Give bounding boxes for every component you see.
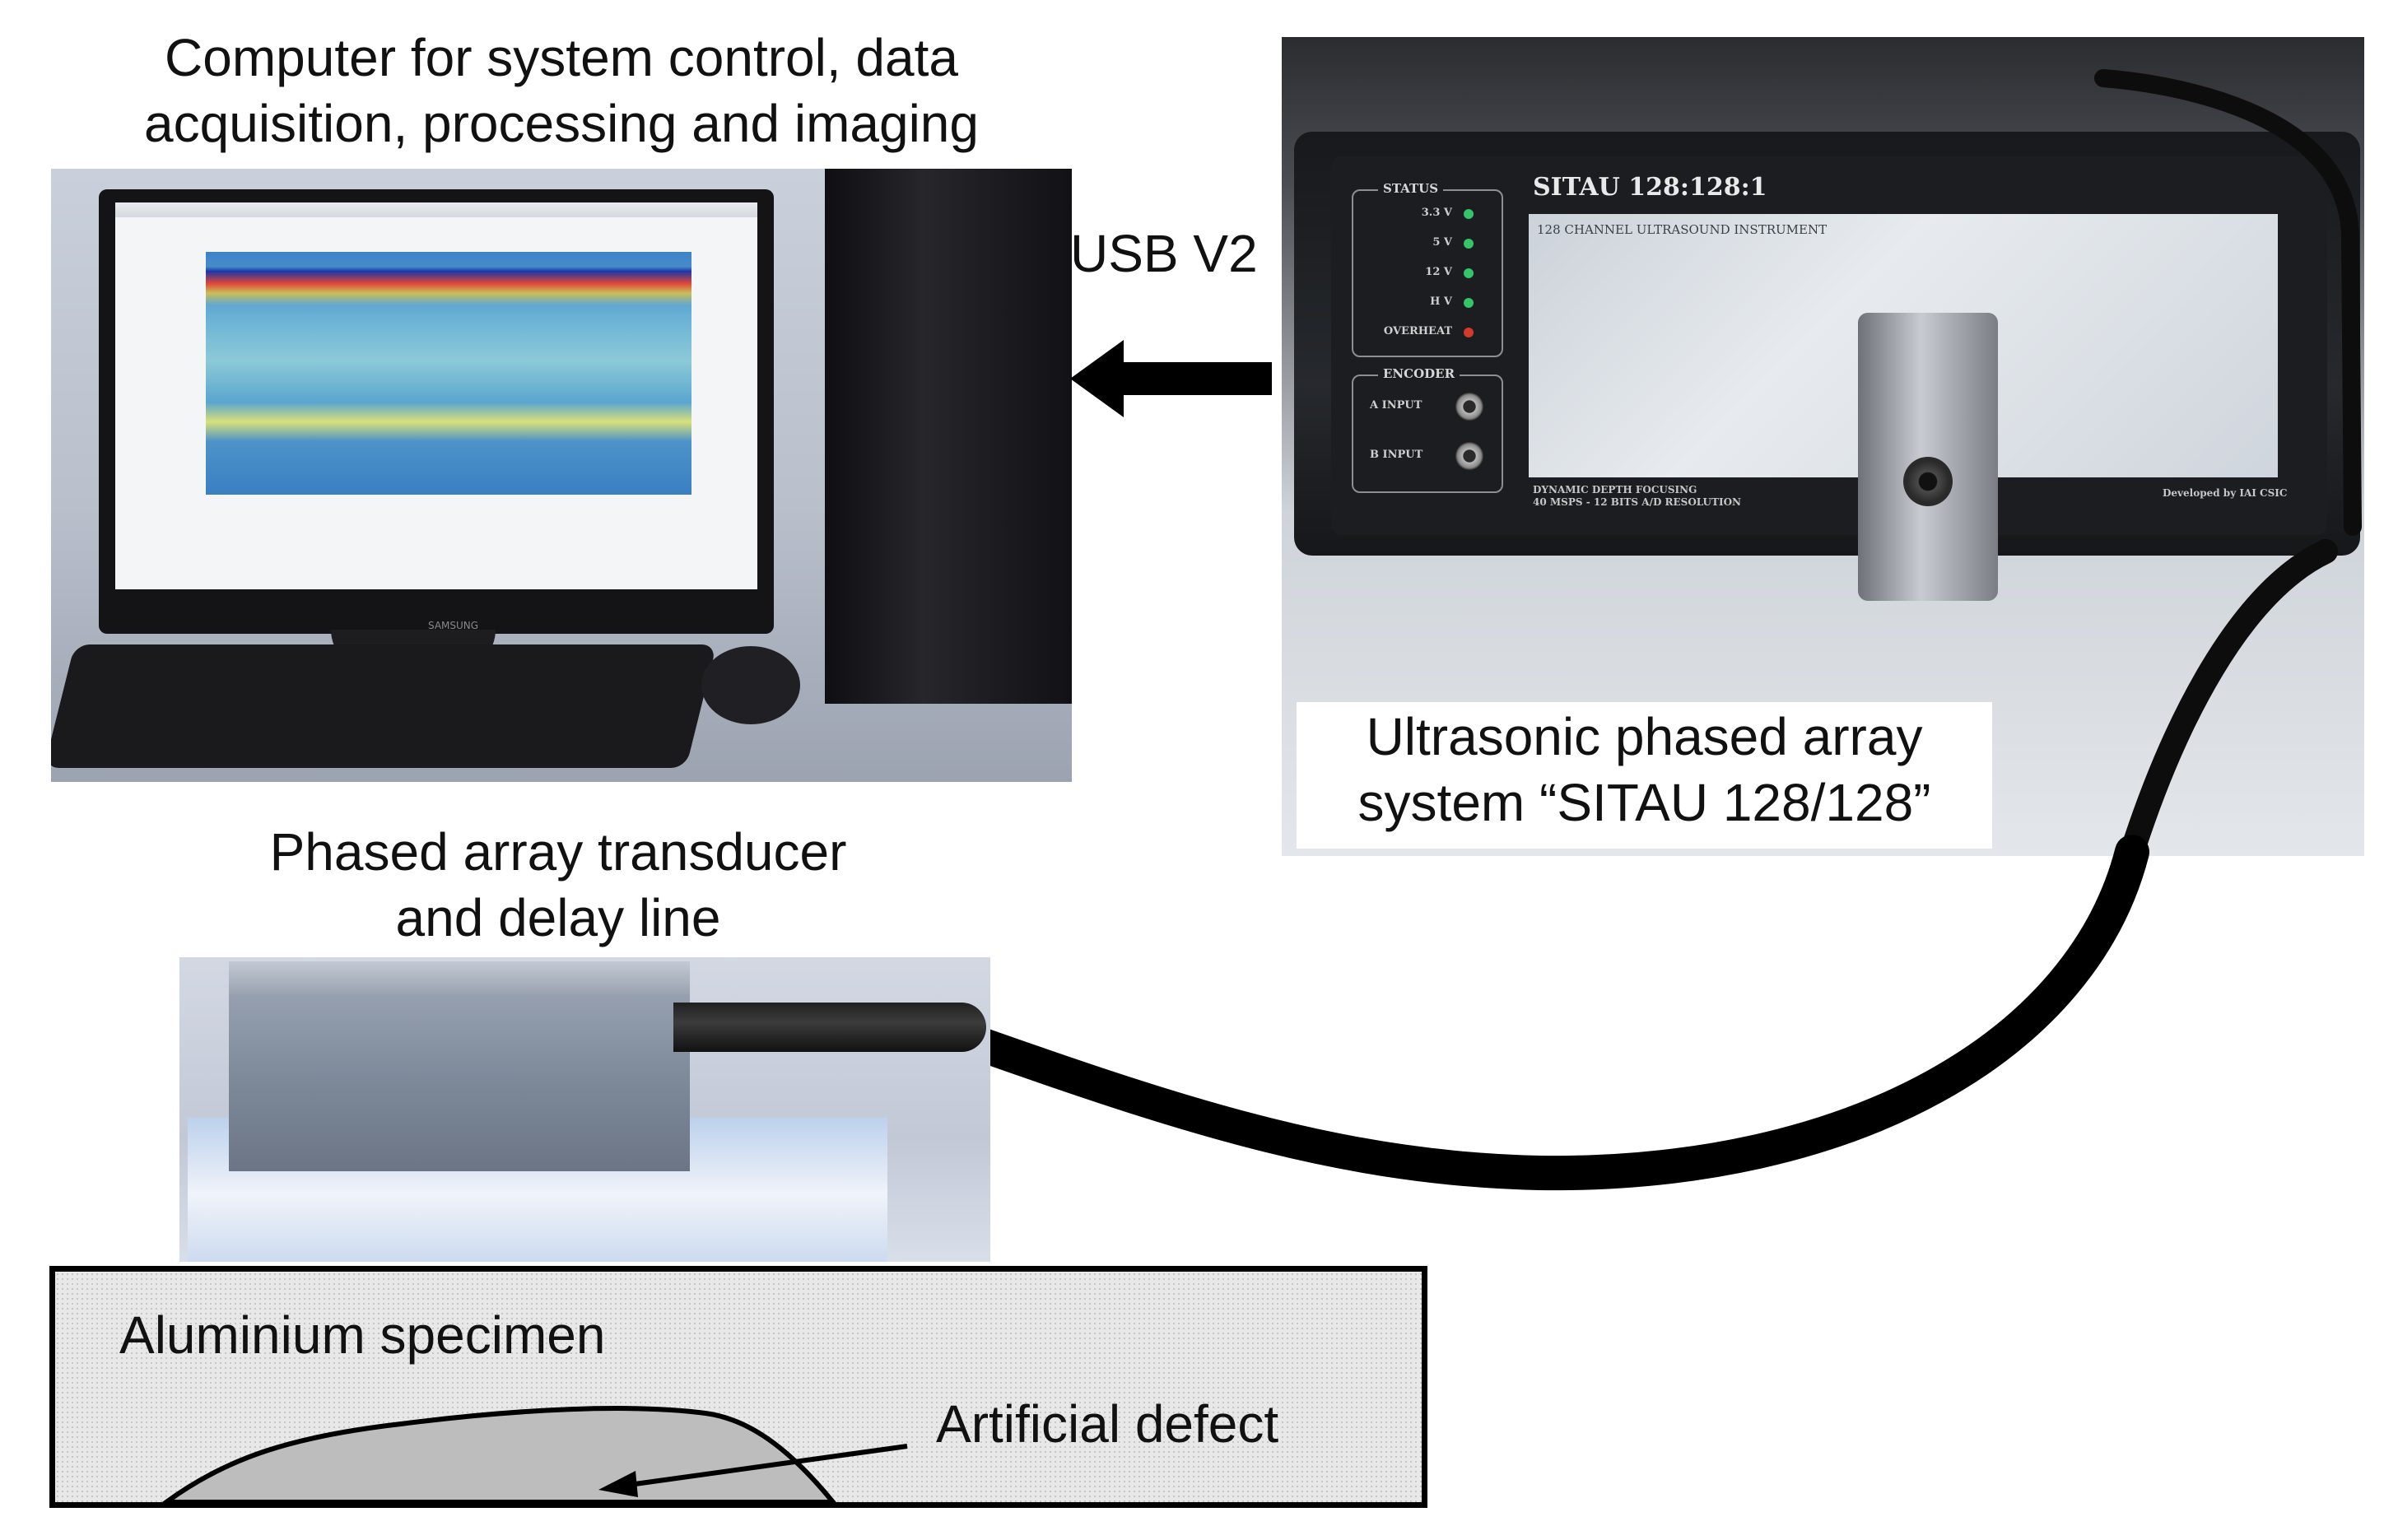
bnc-connector-icon [1455, 393, 1483, 421]
status-led-icon [1464, 239, 1474, 249]
status-row: 12 V [1353, 262, 1502, 286]
monitor-screen [115, 202, 757, 589]
artificial-defect-shape [161, 1406, 908, 1502]
encoder-row-label: B INPUT [1370, 449, 1423, 461]
probe-connector [1858, 313, 1998, 601]
status-row: H V [1353, 291, 1502, 316]
status-row-label: 5 V [1432, 236, 1452, 249]
status-led-icon [1464, 209, 1474, 219]
status-led-icon [1464, 268, 1474, 278]
probe-knob-icon [1903, 457, 1953, 506]
computer-caption: Computer for system control, data acquis… [51, 25, 1072, 156]
computer-caption-line-1: Computer for system control, data [165, 28, 958, 87]
sitau-caption-line-1: Ultrasonic phased array [1366, 707, 1923, 766]
specimen-label: Aluminium specimen [119, 1305, 606, 1365]
status-row: 5 V [1353, 232, 1502, 257]
computer-caption-line-2: acquisition, processing and imaging [144, 94, 979, 153]
instrument-front-panel: SITAU 128:128:1 STATUS 3.3 V 5 V 12 V H … [1331, 156, 2327, 601]
transducer-photo [179, 957, 990, 1262]
encoder-group: ENCODER A INPUT B INPUT [1352, 366, 1503, 493]
sitau-caption-line-2: system “SITAU 128/128” [1357, 773, 1931, 832]
status-row-label: H V [1430, 295, 1452, 308]
monitor: SAMSUNG [99, 189, 774, 634]
status-led-icon [1464, 328, 1474, 337]
usb-label: USB V2 [1070, 224, 1258, 283]
defect-label: Artificial defect [936, 1394, 1279, 1454]
sitau-caption: Ultrasonic phased array system “SITAU 12… [1297, 704, 1992, 835]
transducer-caption-line-1: Phased array transducer [269, 822, 847, 882]
sitau-instrument: SITAU 128:128:1 STATUS 3.3 V 5 V 12 V H … [1294, 132, 2360, 601]
ultrasound-scan-image [206, 252, 691, 495]
status-row-label: 3.3 V [1421, 207, 1452, 219]
instrument-subtitle: 128 CHANNEL ULTRASOUND INSTRUMENT [1537, 222, 1828, 237]
transducer-top [229, 961, 690, 994]
status-row-label: 12 V [1425, 266, 1452, 278]
encoder-row-label: A INPUT [1370, 399, 1423, 412]
computer-photo: SAMSUNG [51, 169, 1072, 782]
transducer-cable [673, 1003, 986, 1052]
status-row-label: OVERHEAT [1383, 325, 1452, 337]
panel-footer-line: 40 MSPS - 12 BITS A/D RESOLUTION [1533, 496, 1741, 508]
transducer-caption: Phased array transducer and delay line [179, 819, 937, 951]
encoder-group-label: ENCODER [1378, 366, 1460, 381]
screen-toolbar [115, 202, 757, 217]
panel-footer-left: DYNAMIC DEPTH FOCUSING 40 MSPS - 12 BITS… [1533, 484, 1741, 509]
sitau-caption-box [1297, 702, 1992, 849]
instrument-title: SITAU 128:128:1 [1533, 173, 1767, 202]
status-group-label: STATUS [1378, 181, 1444, 196]
status-row: 3.3 V [1353, 202, 1502, 227]
status-group: STATUS 3.3 V 5 V 12 V H V [1352, 181, 1503, 357]
panel-footer-line: DYNAMIC DEPTH FOCUSING [1533, 484, 1697, 495]
transducer-caption-line-2: and delay line [395, 888, 721, 947]
computer-tower [825, 169, 1072, 704]
aluminium-specimen: Aluminium specimen Artificial defect [49, 1266, 1427, 1508]
mouse [701, 646, 800, 724]
status-row: OVERHEAT [1353, 321, 1502, 346]
encoder-row: B INPUT [1353, 440, 1502, 473]
transducer-block [229, 986, 690, 1171]
encoder-row: A INPUT [1353, 391, 1502, 424]
status-led-icon [1464, 298, 1474, 308]
usb-arrow-icon [1070, 340, 1272, 417]
panel-footer-right: Developed by IAI CSIC [2163, 487, 2288, 499]
keyboard [51, 644, 717, 768]
monitor-brand: SAMSUNG [428, 620, 479, 631]
bnc-connector-icon [1455, 442, 1483, 470]
